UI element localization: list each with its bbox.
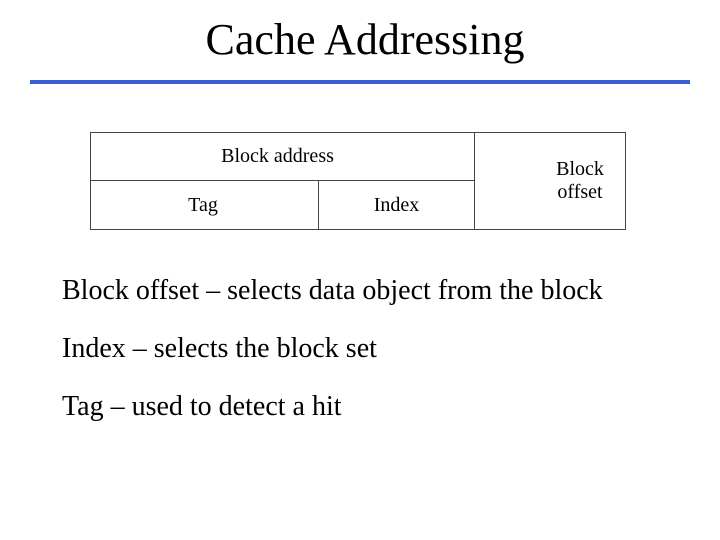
definition-tag: Tag – used to detect a hit [62,391,342,422]
address-field-table: Block address Block offset Tag Index [89,132,627,230]
definition-index: Index – selects the block set [62,333,377,364]
slide-title: Cache Addressing [205,15,525,64]
definition-list: Block offset – selects data object from … [62,270,603,444]
block-offset-cell: Block offset [474,132,627,230]
tag-cell: Tag [90,180,319,230]
definition-block-offset: Block offset – selects data object from … [62,275,603,306]
block-address-cell: Block address [89,132,476,181]
title-divider [30,80,690,84]
index-cell: Index [317,180,476,230]
